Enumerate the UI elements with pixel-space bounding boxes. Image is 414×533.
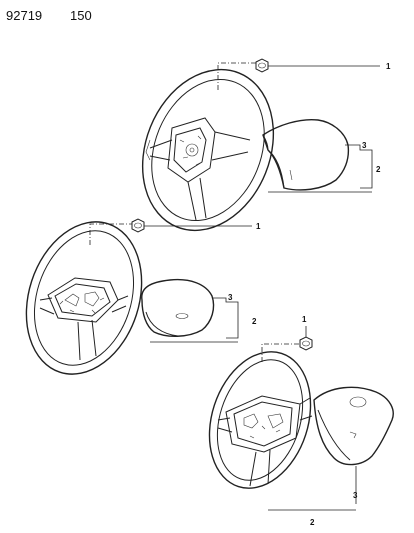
horn-pad-middle: [141, 278, 215, 337]
steering-wheel-middle: [25, 221, 143, 375]
callout-pad-top: 3: [362, 141, 367, 150]
horn-pad-bottom: [313, 386, 394, 466]
callout-nut-top: 1: [386, 62, 391, 71]
callout-pad-bottom: 3: [353, 491, 358, 500]
callout-nut-middle: 1: [256, 222, 261, 231]
figure-code: 150: [70, 8, 92, 23]
callout-nut-bottom: 1: [302, 315, 307, 324]
callout-assembly-top: 2: [376, 165, 381, 174]
nut-bottom: [299, 336, 313, 351]
horn-pad-top: [262, 118, 350, 191]
callout-pad-middle: 3: [228, 293, 233, 302]
callout-assembly-bottom: 2: [310, 518, 315, 527]
callout-assembly-middle: 2: [252, 317, 257, 326]
steering-wheel-top: [141, 68, 275, 232]
nut-top: [255, 58, 269, 73]
steering-wheel-bottom: [208, 351, 313, 489]
part-number: 92719: [6, 8, 42, 23]
nut-middle: [131, 218, 145, 233]
